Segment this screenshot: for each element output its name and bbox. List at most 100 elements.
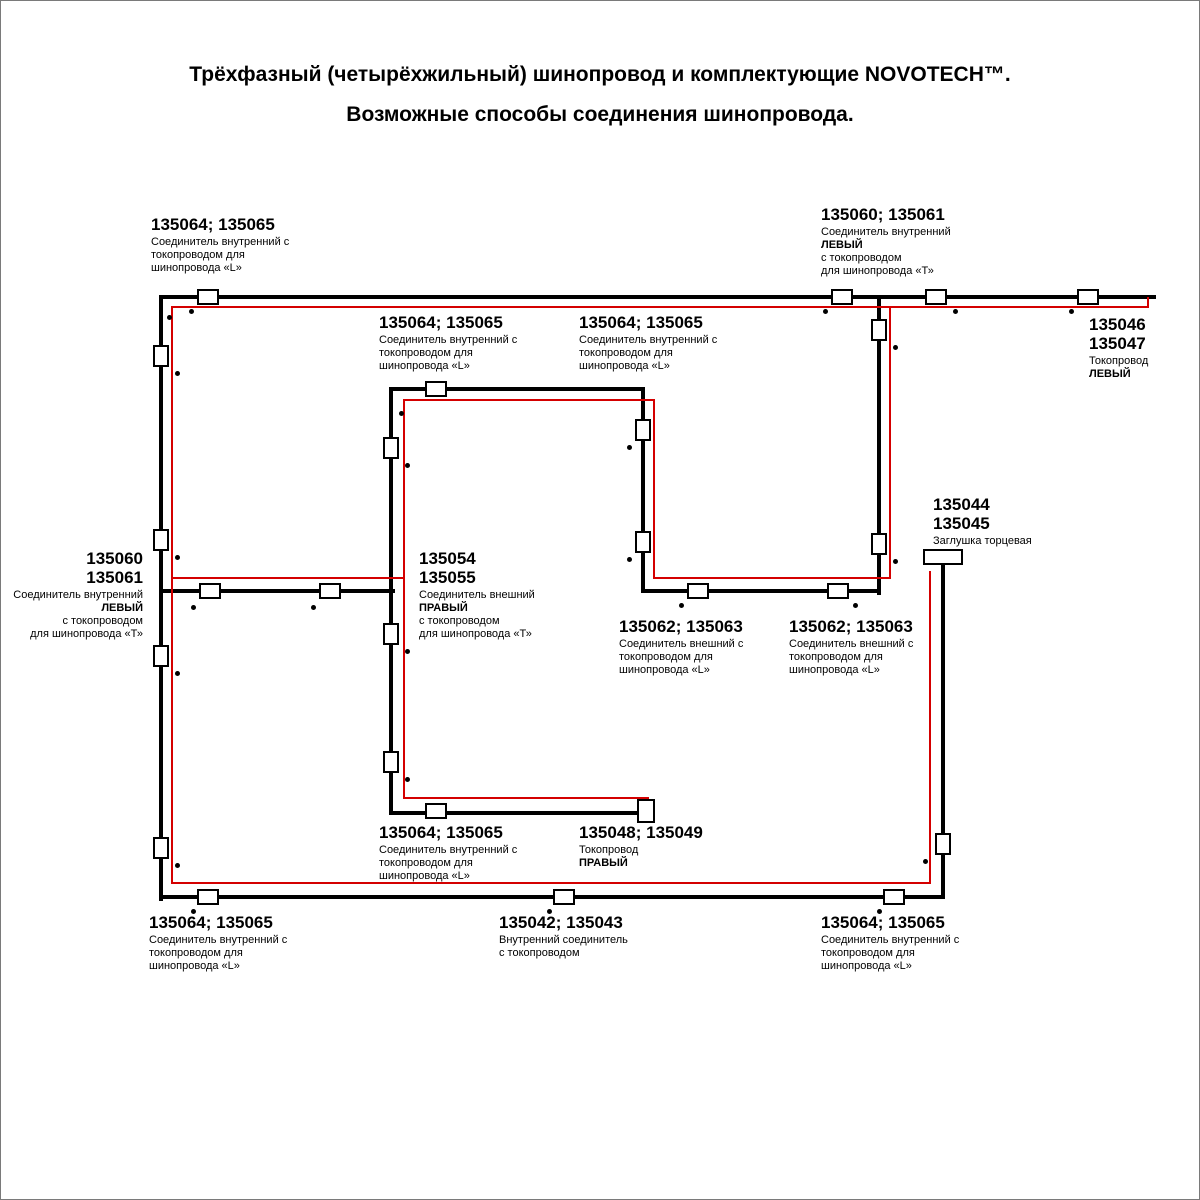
- part-desc-line: шинопровода «L»: [821, 960, 912, 972]
- wire-dot: [893, 345, 898, 350]
- part-desc-line: Соединитель внутренний с: [149, 934, 288, 946]
- wire-dot: [191, 909, 196, 914]
- connector-box: [153, 529, 169, 551]
- part-code: 135064; 135065: [579, 313, 703, 332]
- connector-box: [883, 889, 905, 905]
- wire-mid-left: [171, 577, 405, 579]
- part-desc-line: шинопровода «L»: [151, 262, 242, 274]
- track-inner-left: [389, 387, 393, 815]
- part-desc-line: шинопровода «L»: [579, 360, 670, 372]
- connector-box: [199, 583, 221, 599]
- part-desc-line: Соединитель внутренний: [821, 226, 951, 238]
- part-code: 135046: [1089, 315, 1146, 334]
- wire-dot: [311, 605, 316, 610]
- part-code: 135060: [86, 549, 143, 568]
- track-top: [159, 295, 1156, 299]
- track-left: [159, 295, 163, 901]
- wire-left: [171, 306, 173, 884]
- connector-box: [831, 289, 853, 305]
- wire-dot: [167, 315, 172, 320]
- part-desc-line: токопроводом для: [379, 857, 473, 869]
- part-code: 135062; 135063: [619, 617, 743, 636]
- track-inner-mid: [641, 589, 881, 593]
- part-desc-line: Соединитель внутренний с: [379, 334, 518, 346]
- wire-dot: [405, 777, 410, 782]
- part-desc-line: Соединитель внутренний с: [379, 844, 518, 856]
- label-feed-left: 135046 135047 Токопровод ЛЕВЫЙ: [1089, 315, 1148, 381]
- part-desc-line: шинопровода «L»: [379, 870, 470, 882]
- part-code: 135045: [933, 514, 990, 533]
- part-desc-line: Заглушка торцевая: [933, 535, 1032, 547]
- wire-dot: [627, 445, 632, 450]
- part-desc-line: токопроводом для: [619, 651, 713, 663]
- label-connector-outer-right-t: 135054 135055 Соединитель внешний ПРАВЫЙ…: [419, 549, 535, 641]
- end-cap-box: [923, 549, 963, 565]
- wire-dot: [191, 605, 196, 610]
- connector-box: [635, 531, 651, 553]
- track-inner-right: [641, 387, 645, 593]
- connector-box: [197, 889, 219, 905]
- wire-dot: [175, 555, 180, 560]
- connector-box: [383, 623, 399, 645]
- wire-dot: [877, 909, 882, 914]
- part-code: 135055: [419, 568, 476, 587]
- feed-right-end-box: [637, 799, 655, 823]
- part-desc-line: Соединитель внутренний с: [579, 334, 718, 346]
- part-desc-line: токопроводом для: [149, 947, 243, 959]
- wire-dot: [823, 309, 828, 314]
- part-code: 135060; 135061: [821, 205, 945, 224]
- page-title: Трёхфазный (четырёхжильный) шинопровод и…: [1, 63, 1199, 127]
- wire-top: [171, 306, 1149, 308]
- part-desc-line: токопроводом для: [579, 347, 673, 359]
- part-desc-line: ЛЕВЫЙ: [1089, 368, 1131, 380]
- part-code: 135064; 135065: [379, 823, 503, 842]
- wire-dot: [923, 859, 928, 864]
- part-desc-line: с токопроводом: [821, 252, 902, 264]
- wire-inner-left: [403, 399, 405, 799]
- part-desc-line: токопроводом для: [789, 651, 883, 663]
- connector-box: [1077, 289, 1099, 305]
- part-desc-line: токопроводом для: [151, 249, 245, 261]
- title-line-2: Возможные способы соединения шинопровода…: [346, 103, 854, 126]
- part-code: 135064; 135065: [379, 313, 503, 332]
- connector-box: [153, 345, 169, 367]
- part-code: 135042; 135043: [499, 913, 623, 932]
- label-connector-outer-l-1: 135062; 135063 Соединитель внешний с ток…: [619, 617, 743, 677]
- label-feed-right: 135048; 135049 Токопровод ПРАВЫЙ: [579, 823, 703, 870]
- label-connector-outer-l-2: 135062; 135063 Соединитель внешний с ток…: [789, 617, 913, 677]
- part-desc-line: Соединитель внешний с: [619, 638, 744, 650]
- part-desc-line: Внутренний соединитель: [499, 934, 628, 946]
- connector-box: [871, 533, 887, 555]
- label-connector-inner-l-bottom-right: 135064; 135065 Соединитель внутренний с …: [821, 913, 959, 973]
- label-connector-inner-l-top-left: 135064; 135065 Соединитель внутренний с …: [151, 215, 289, 275]
- label-connector-inner-l-top-mid-1: 135064; 135065 Соединитель внутренний с …: [379, 313, 517, 373]
- part-desc-line: Токопровод: [579, 844, 639, 856]
- wire-inner-right: [653, 399, 655, 579]
- part-desc-line: с токопроводом: [62, 615, 143, 627]
- wire-dot: [175, 371, 180, 376]
- part-desc-line: ЛЕВЫЙ: [101, 602, 143, 614]
- part-desc-line: для шинопровода «Т»: [821, 265, 934, 277]
- part-code: 135062; 135063: [789, 617, 913, 636]
- wire-t-branch: [889, 306, 891, 579]
- wire-inner-top: [403, 399, 655, 401]
- wire-dot: [405, 463, 410, 468]
- part-desc-line: ПРАВЫЙ: [579, 857, 628, 869]
- label-end-cap: 135044 135045 Заглушка торцевая: [933, 495, 1032, 548]
- wire-dot: [893, 559, 898, 564]
- part-desc-line: Соединитель внутренний: [13, 589, 143, 601]
- part-desc-line: с токопроводом: [419, 615, 500, 627]
- wire-bottom: [171, 882, 931, 884]
- wire-dot: [175, 863, 180, 868]
- track-right: [941, 561, 945, 899]
- wire-dot: [175, 671, 180, 676]
- wire-dot: [547, 909, 552, 914]
- connector-box: [827, 583, 849, 599]
- label-connector-inner-l-top-mid-2: 135064; 135065 Соединитель внутренний с …: [579, 313, 717, 373]
- connector-box: [425, 803, 447, 819]
- part-desc-line: шинопровода «L»: [789, 664, 880, 676]
- connector-box: [319, 583, 341, 599]
- wire-dot: [679, 603, 684, 608]
- part-desc-line: с токопроводом: [499, 947, 580, 959]
